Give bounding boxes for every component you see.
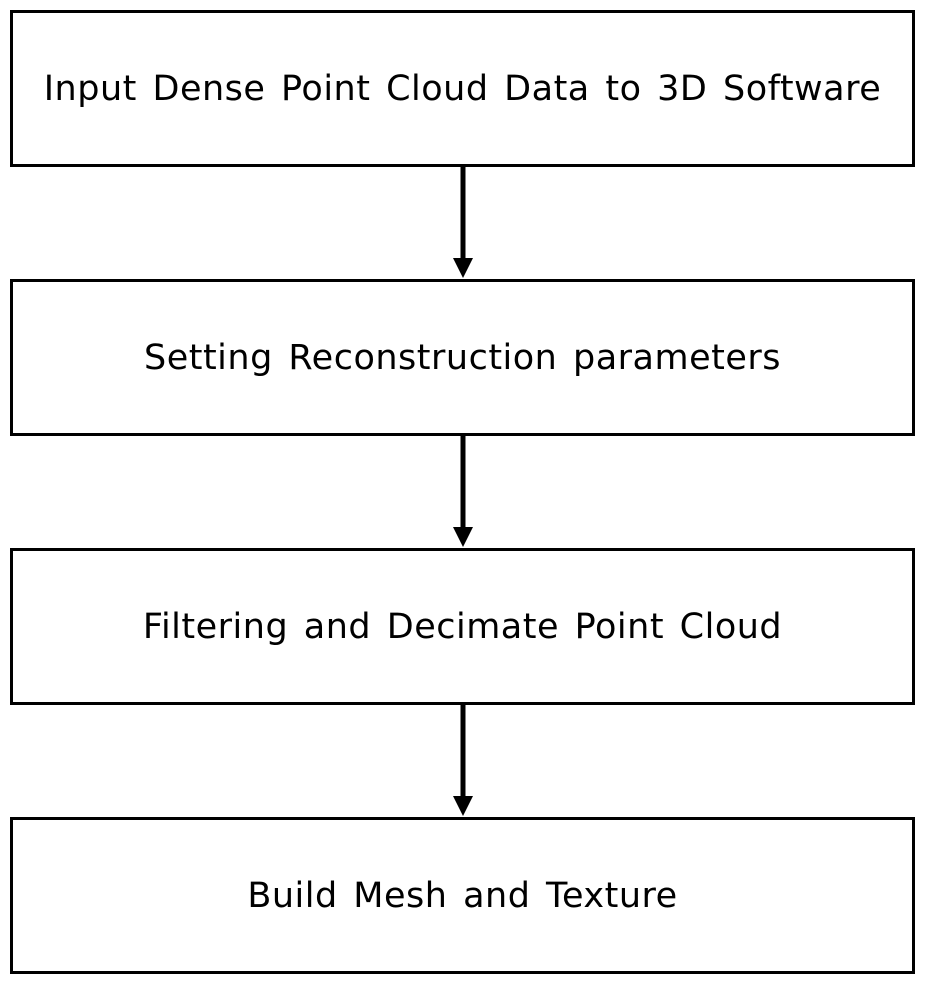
step-label: Filtering and Decimate Point Cloud [142,606,783,647]
step-label: Setting Reconstruction parameters [143,337,782,378]
arrow-2-to-3 [453,436,473,547]
step-box-reconstruction-parameters: Setting Reconstruction parameters [10,279,915,436]
arrow-1-to-2 [453,167,473,278]
arrow-head [453,527,473,547]
arrow-head [453,796,473,816]
step-label: Input Dense Point Cloud Data to 3D Softw… [43,68,882,109]
step-box-build-mesh: Build Mesh and Texture [10,817,915,974]
arrow-3-to-4 [453,705,473,816]
arrow-head [453,258,473,278]
step-box-input-point-cloud: Input Dense Point Cloud Data to 3D Softw… [10,10,915,167]
step-label: Build Mesh and Texture [247,875,678,916]
step-box-filtering-decimate: Filtering and Decimate Point Cloud [10,548,915,705]
